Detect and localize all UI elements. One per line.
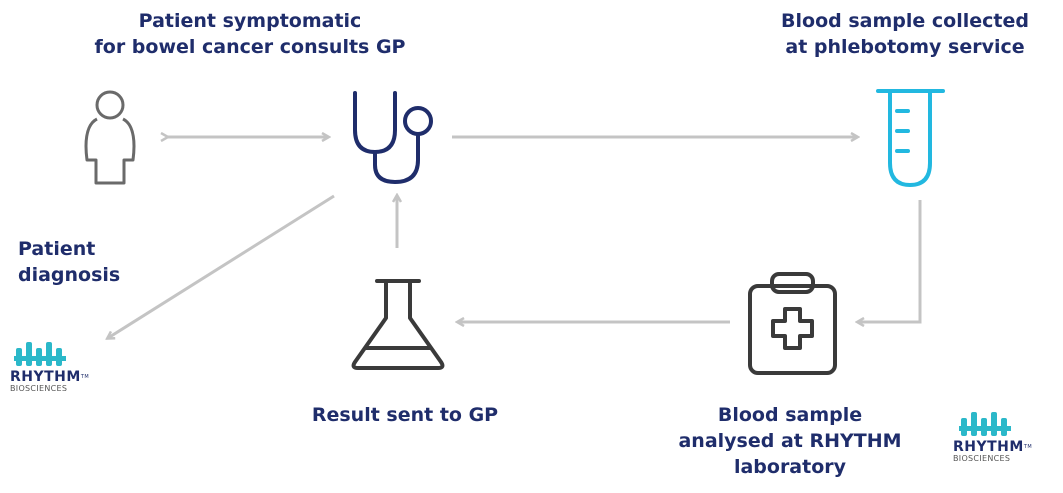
arrow-gp-diagnosis xyxy=(108,194,335,338)
rhythm-logo-right: RHYTHMTM BIOSCIENCES xyxy=(953,410,1032,464)
lab-analysis-label: Blood sample analysed at RHYTHM laborato… xyxy=(640,402,940,480)
arrow-phlebotomy-lab xyxy=(858,200,922,322)
lab-analysis-label-line2: analysed at RHYTHM xyxy=(678,430,902,452)
gp-consult-label-line1: Patient symptomatic xyxy=(138,10,362,32)
diagnosis-label: Patient diagnosis xyxy=(18,236,120,288)
clipboard-medical-icon xyxy=(748,272,837,375)
pulse-bars-icon xyxy=(959,412,1011,436)
result-label-text: Result sent to GP xyxy=(311,404,499,426)
diagnosis-label-line1: Patient xyxy=(18,238,96,260)
logo-subtext: BIOSCIENCES xyxy=(10,384,68,393)
gp-consult-label: Patient symptomatic for bowel cancer con… xyxy=(60,8,440,60)
result-label: Result sent to GP xyxy=(270,402,540,428)
lab-analysis-label-line3: laboratory xyxy=(733,456,847,478)
lab-analysis-label-line1: Blood sample xyxy=(717,404,863,426)
logo-wordmark: RHYTHMTM xyxy=(10,369,90,385)
pulse-bars-icon xyxy=(14,342,66,366)
stethoscope-icon xyxy=(353,91,433,185)
blood-collected-label: Blood sample collected at phlebotomy ser… xyxy=(755,8,1055,60)
test-tube-icon xyxy=(876,89,945,187)
blood-collected-label-line2: at phlebotomy service xyxy=(785,36,1025,58)
rhythm-logo-left: RHYTHMTM BIOSCIENCES xyxy=(10,340,89,394)
flask-icon xyxy=(351,279,445,370)
person-icon xyxy=(84,90,136,185)
diagnosis-label-line2: diagnosis xyxy=(18,264,121,286)
blood-collected-label-line1: Blood sample collected xyxy=(781,10,1029,32)
logo-subtext: BIOSCIENCES xyxy=(953,454,1011,463)
logo-wordmark: RHYTHMTM xyxy=(953,439,1033,455)
gp-consult-label-line2: for bowel cancer consults GP xyxy=(94,36,406,58)
